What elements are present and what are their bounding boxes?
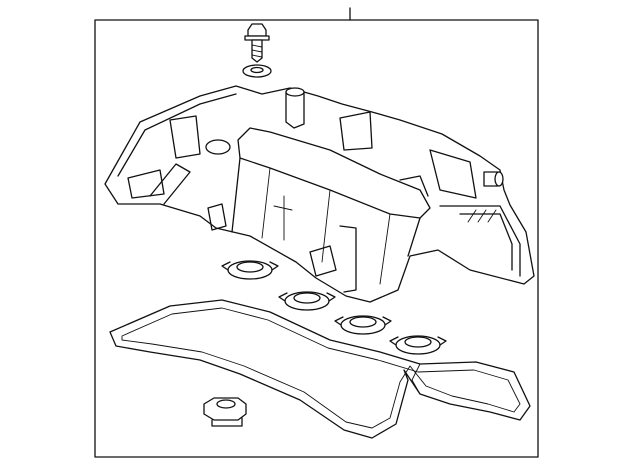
grommet-icon [203, 397, 247, 427]
tube-seal-2-icon [278, 291, 336, 311]
gasket-icon [109, 299, 531, 439]
tube-seal-1-icon [221, 260, 279, 280]
valve-cover-icon [104, 85, 535, 303]
diagram-frame [94, 7, 539, 458]
tube-seal-4-icon [389, 335, 447, 355]
bolt-icon [244, 23, 270, 63]
tube-seal-3-icon [334, 315, 392, 335]
washer-icon [242, 64, 272, 78]
